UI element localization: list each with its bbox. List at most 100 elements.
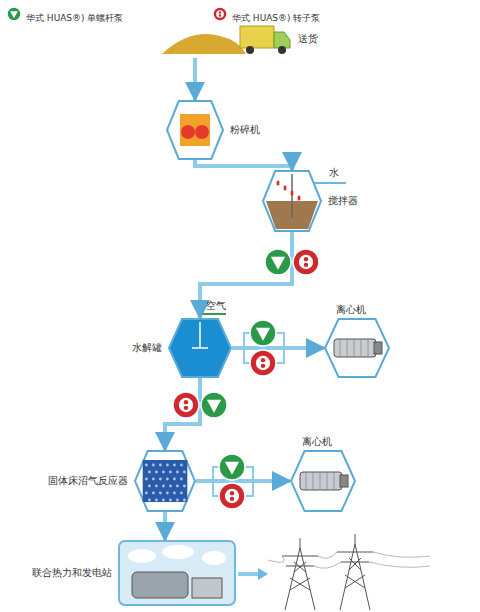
cloud: [128, 549, 156, 563]
pump-mark: [10, 11, 18, 18]
node-label: 离心机: [302, 435, 332, 449]
hexagon-outline: [263, 171, 321, 231]
power-line: [238, 572, 258, 576]
bed-particle: [183, 471, 186, 474]
sand-pile: [162, 34, 246, 54]
stream-label: 空气: [206, 299, 226, 313]
centrifuge-motor: [340, 475, 348, 487]
bed-particle: [166, 464, 169, 467]
node-shape: [262, 170, 322, 232]
legend-text: 华式 HUAS®) 单螺杆泵: [26, 13, 123, 23]
stirrer: [291, 174, 293, 218]
bed-particle: [148, 471, 151, 474]
bed-particle: [162, 485, 165, 488]
bed-particle: [176, 499, 179, 502]
legend-icon: [212, 6, 228, 22]
pump-lobe: [261, 364, 265, 368]
pump-mark: [271, 257, 285, 270]
generator: [132, 572, 188, 598]
crusher-roller: [195, 125, 209, 139]
node-label: 离心机: [336, 303, 366, 317]
bed-particle: [183, 485, 186, 488]
drum-rib: [347, 339, 348, 357]
pump-lobe: [184, 400, 188, 404]
node-label: 粉碎机: [230, 123, 260, 137]
bed-particle: [159, 464, 162, 467]
pump-mark: [179, 398, 193, 412]
pump-lobe: [230, 497, 234, 501]
node-label: 联合热力和发电站: [32, 566, 112, 580]
stirrer: [199, 322, 201, 348]
node-label: 固体床沼气反应器: [48, 474, 128, 488]
pipe-connector: [193, 58, 197, 100]
centrifuge-drum: [300, 472, 342, 490]
bed-particle: [169, 499, 172, 502]
station-frame: [119, 541, 235, 605]
process-hexagon: 离心机: [324, 318, 390, 378]
node-label: 水解罐: [132, 341, 162, 355]
bed-particle: [152, 478, 155, 481]
screw-pump-icon: [265, 249, 291, 275]
node-shape: [168, 318, 232, 378]
screw-pump-icon: [201, 392, 227, 418]
truck-body: [240, 26, 274, 48]
node-label: 搅拌器: [328, 194, 358, 208]
truck-cab: [274, 32, 290, 48]
pump-lobe: [219, 11, 221, 13]
rotor-pump-icon: [250, 350, 276, 376]
bed-particle: [176, 471, 179, 474]
pipe-connector: [200, 232, 292, 318]
particle: [284, 188, 287, 191]
node-shape: [324, 318, 390, 378]
bed-particle: [180, 478, 183, 481]
bed-particle: [159, 478, 162, 481]
screw-pump-icon: [219, 454, 245, 480]
pump-lobe: [184, 406, 188, 410]
turbine: [192, 578, 222, 598]
cloud: [202, 551, 226, 565]
bed-particle: [173, 464, 176, 467]
pump-lobe: [304, 263, 308, 267]
centrifuge-drum: [334, 339, 376, 357]
bed-particle: [173, 478, 176, 481]
bed-particle: [162, 499, 165, 502]
drum-rib: [306, 472, 307, 490]
bed-particle: [145, 492, 148, 495]
crusher-body: [180, 114, 210, 146]
bed-particle: [180, 492, 183, 495]
bed-particle: [180, 464, 183, 467]
drum-rib: [354, 339, 355, 357]
process-hexagon: 固体床沼气反应器: [134, 450, 196, 512]
bed-particle: [173, 492, 176, 495]
pump-lobe: [219, 14, 221, 16]
node-shape: [118, 540, 236, 606]
pipe-connector: [163, 512, 167, 540]
particle: [277, 183, 280, 186]
bed-particle: [176, 485, 179, 488]
drum-rib: [361, 339, 362, 357]
legend-text: 华式 HUAS®) 转子泵: [232, 13, 320, 23]
node-label: 送货: [298, 32, 318, 46]
process-hexagon: 离心机: [290, 450, 356, 512]
process-hexagon: 水解罐: [168, 318, 232, 378]
power-tower: [282, 534, 373, 610]
pump-mark: [216, 10, 224, 18]
bed-particle: [145, 478, 148, 481]
bed-particle: [155, 499, 158, 502]
process-hexagon: 粉碎机: [166, 100, 224, 160]
particle: [291, 193, 294, 196]
pump-mark: [299, 255, 313, 269]
node-shape: [290, 450, 356, 512]
truck-wheel: [278, 46, 286, 54]
hexagon-outline: [169, 319, 231, 377]
pipe-connector: [165, 378, 200, 450]
station-box: 联合热力和发电站: [118, 540, 236, 606]
pipe-connector: [232, 346, 324, 350]
legend-item: 华式 HUAS®) 单螺杆泵: [6, 6, 123, 22]
bed-particle: [162, 471, 165, 474]
drum-rib: [313, 472, 314, 490]
pump-lobe: [230, 491, 234, 495]
legend-icon: [6, 6, 22, 22]
node-shape: [160, 20, 292, 58]
